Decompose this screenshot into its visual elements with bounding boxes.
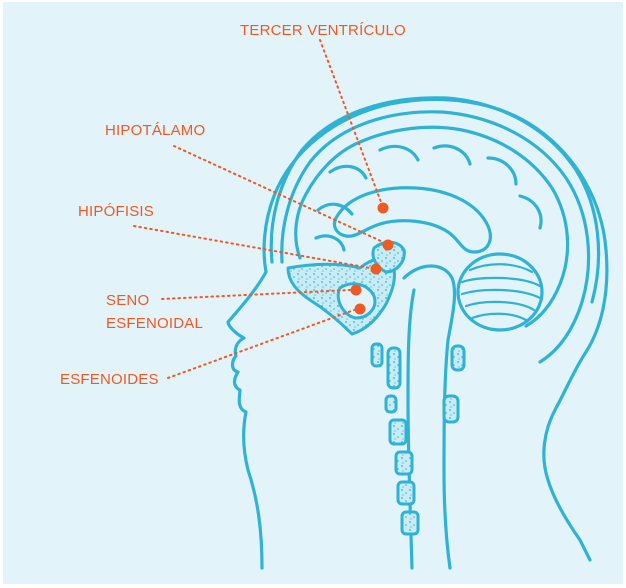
vertebra bbox=[444, 396, 458, 422]
cerebellum-folia bbox=[462, 264, 540, 320]
label-seno-line1: SENO bbox=[106, 292, 149, 310]
marker-esfenoides bbox=[355, 304, 366, 315]
vertebra bbox=[390, 420, 406, 444]
vertebra bbox=[452, 346, 464, 370]
marker-hipofisis bbox=[371, 264, 382, 275]
vertebra bbox=[386, 396, 396, 412]
vertebra bbox=[372, 344, 382, 366]
marker-tercer-ventriculo bbox=[378, 203, 389, 214]
corpus-callosum bbox=[334, 188, 490, 252]
leader-hipofisis bbox=[134, 226, 370, 268]
leader-hipotalamo bbox=[174, 146, 383, 242]
vertebra bbox=[388, 348, 400, 388]
vertebra bbox=[398, 482, 414, 504]
vertebra bbox=[402, 512, 418, 534]
label-hipofisis: HIPÓFISIS bbox=[78, 203, 154, 221]
label-hipotalamo: HIPOTÁLAMO bbox=[105, 122, 205, 140]
head-profile bbox=[228, 99, 607, 568]
label-esfenoides: ESFENOIDES bbox=[60, 371, 159, 389]
label-tercer-ventriculo: TERCER VENTRÍCULO bbox=[240, 22, 406, 40]
brain-gyri bbox=[316, 146, 541, 250]
label-seno-line2: ESFENOIDAL bbox=[106, 315, 203, 333]
vertebra bbox=[396, 452, 412, 474]
marker-seno-esfenoidal bbox=[351, 285, 362, 296]
marker-hipotalamo bbox=[383, 240, 394, 251]
